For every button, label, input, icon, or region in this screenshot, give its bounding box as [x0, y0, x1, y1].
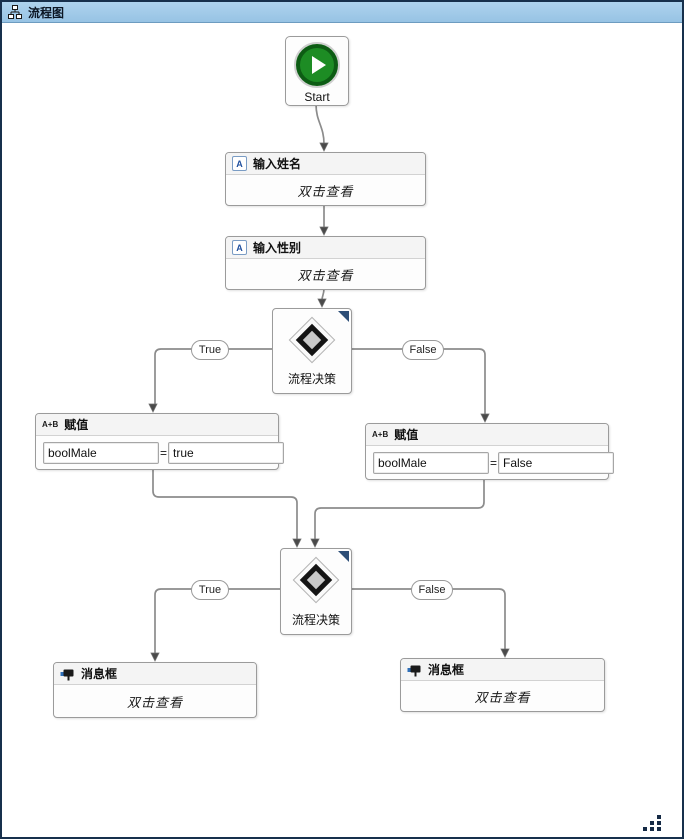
node-msgbox-false-body[interactable]: 双击查看 [474, 689, 531, 705]
node-decision-2[interactable]: 流程决策 [280, 548, 352, 635]
node-assign-true-body: = [36, 436, 285, 469]
titlebar: 流程图 [2, 2, 682, 23]
node-input-gender-body[interactable]: 双击查看 [297, 267, 354, 283]
message-box-icon [60, 669, 74, 680]
node-msgbox-true-body[interactable]: 双击查看 [126, 694, 183, 710]
node-input-gender-header: A 输入性别 [226, 237, 425, 259]
connector-assign-false-to-decision2 [314, 477, 485, 540]
node-input-name-title: 输入姓名 [253, 157, 302, 171]
node-assign-true[interactable]: A+B 赋值 = [35, 413, 285, 470]
node-decision-2-label: 流程决策 [291, 613, 340, 627]
node-assign-true-title: 赋值 [64, 418, 89, 432]
flowchart-icon [8, 5, 22, 19]
node-input-gender[interactable]: A 输入性别 双击查看 [225, 236, 426, 290]
node-input-name[interactable]: A 输入姓名 双击查看 [225, 152, 426, 206]
edge-label-decision2-false: False [411, 580, 453, 600]
connector-decision2-true [154, 588, 280, 654]
node-assign-false-body: = [366, 446, 615, 479]
connector-assign-true-to-decision2 [152, 468, 298, 540]
connector-decision1-true [154, 348, 272, 405]
equals-sign: = [160, 445, 168, 460]
assign-false-value-input[interactable] [498, 451, 615, 474]
node-msgbox-true-title: 消息框 [81, 667, 118, 681]
node-input-name-header: A 输入姓名 [226, 153, 425, 175]
node-msgbox-false-header: 消息框 [401, 659, 604, 681]
node-assign-false-header: A+B 赋值 [366, 424, 608, 446]
connector-decision1-false [351, 348, 486, 415]
edge-label-decision1-true: True [191, 340, 229, 360]
node-assign-false-title: 赋值 [394, 428, 419, 442]
assign-true-variable-input[interactable] [43, 441, 159, 464]
node-input-gender-title: 输入性别 [253, 241, 302, 255]
decision-diamond-icon [288, 316, 336, 364]
corner-flag-icon [338, 551, 349, 562]
play-triangle-icon [312, 56, 326, 74]
connector-decision2-false [350, 588, 506, 650]
panel-title: 流程图 [28, 5, 65, 20]
equals-sign: = [490, 455, 498, 470]
connector-start-to-input-name [315, 103, 325, 145]
assign-icon: A+B [372, 430, 389, 439]
assign-false-variable-input[interactable] [373, 451, 489, 474]
node-start[interactable]: Start [285, 36, 349, 106]
arrowheads [148, 142, 510, 662]
assign-true-value-input[interactable] [168, 441, 285, 464]
node-msgbox-false-title: 消息框 [428, 663, 465, 677]
start-label: Start [304, 90, 330, 104]
edge-label-decision2-true: True [191, 580, 229, 600]
node-assign-true-header: A+B 赋值 [36, 414, 278, 436]
node-msgbox-true[interactable]: 消息框 双击查看 [53, 662, 257, 718]
input-icon: A [232, 156, 247, 171]
start-play-icon [294, 42, 340, 88]
corner-flag-icon [338, 311, 349, 322]
message-box-icon [407, 665, 421, 676]
edge-label-decision1-false: False [402, 340, 444, 360]
node-msgbox-false[interactable]: 消息框 双击查看 [400, 658, 605, 712]
node-input-name-body[interactable]: 双击查看 [297, 183, 354, 199]
node-assign-false[interactable]: A+B 赋值 = [365, 423, 615, 480]
node-decision-1[interactable]: 流程决策 [272, 308, 352, 394]
assign-icon: A+B [42, 420, 59, 429]
resize-grip[interactable] [643, 815, 663, 833]
node-decision-1-label: 流程决策 [287, 372, 336, 386]
input-icon: A [232, 240, 247, 255]
node-msgbox-true-header: 消息框 [54, 663, 256, 685]
decision-diamond-icon [292, 556, 340, 604]
